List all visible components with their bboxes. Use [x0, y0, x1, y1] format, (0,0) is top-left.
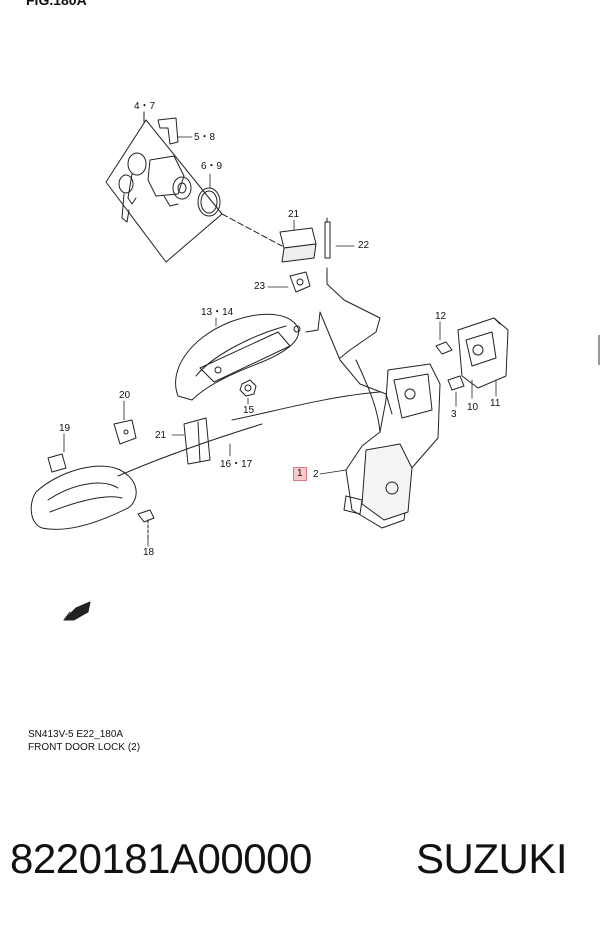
nut-15 [239, 379, 257, 397]
callout-5-8: 5・8 [194, 132, 216, 143]
callout-2: 2 [313, 469, 319, 480]
callout-13-14: 13・14 [201, 307, 234, 318]
callout-18: 18 [143, 547, 155, 558]
callout-3: 3 [451, 409, 457, 420]
bolt-12 [435, 341, 453, 355]
callout-20: 20 [119, 390, 131, 401]
part-number: 8220181A00000 [10, 835, 312, 882]
exploded-parts-drawing [30, 111, 509, 621]
key-and-cylinder [118, 117, 221, 223]
callout-4-7: 4・7 [134, 101, 156, 112]
callout-23: 23 [254, 281, 266, 292]
screw-18 [137, 509, 155, 539]
callout-19: 19 [59, 423, 71, 434]
pad-21-upper [279, 227, 317, 263]
callout-6-9: 6・9 [201, 161, 223, 172]
diagram-title: FRONT DOOR LOCK (2) [28, 742, 141, 753]
clip-19 [47, 453, 67, 473]
outside-handle [175, 313, 301, 401]
figure-header: FIG.180A [26, 0, 87, 8]
callout-16-17: 16・17 [220, 459, 253, 470]
clip-23 [289, 271, 311, 293]
callout-21-lower: 21 [155, 430, 167, 441]
callout-1-highlighted[interactable]: 1 [293, 467, 307, 481]
cables [117, 267, 393, 477]
diagram-panel: FIG.180A [26, 0, 600, 753]
brand-name: SUZUKI [416, 835, 568, 882]
inside-handle [30, 465, 137, 530]
rod-22 [324, 217, 331, 259]
fwd-arrow-icon [63, 601, 91, 621]
callout-12: 12 [435, 311, 447, 322]
callout-21-upper: 21 [288, 209, 300, 220]
callout-15: 15 [243, 405, 255, 416]
callout-11: 11 [490, 398, 501, 409]
door-latch-assembly [343, 363, 441, 529]
scroll-edge-marker [598, 335, 600, 365]
callout-22: 22 [358, 240, 370, 251]
bolt-3 [447, 375, 465, 391]
diagram-code: SN413V-5 E22_180A [28, 729, 124, 740]
leader-lines [63, 111, 497, 547]
striker-plate [457, 317, 509, 389]
footer [0, 776, 600, 932]
pad-21-lower [183, 417, 211, 465]
callout-10: 10 [467, 402, 479, 413]
clip-20 [113, 419, 137, 445]
